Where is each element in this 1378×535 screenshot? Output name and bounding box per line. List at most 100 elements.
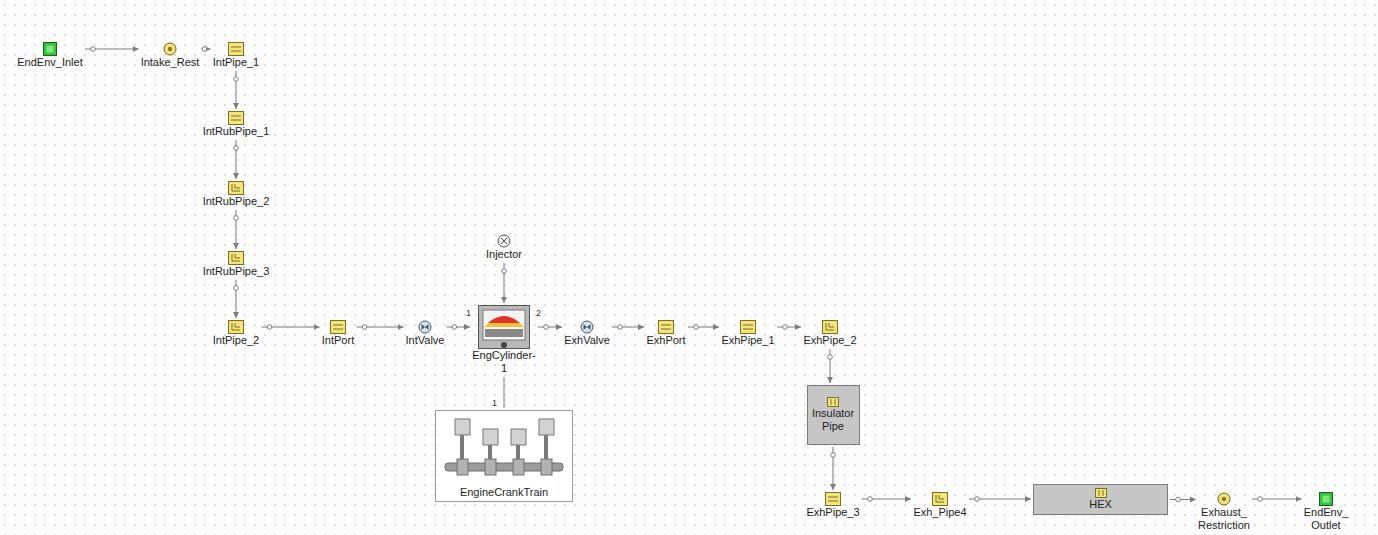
crank-pin	[501, 342, 507, 348]
bend-lines	[232, 184, 240, 191]
pipe-lines	[743, 325, 753, 329]
component-label: EndEnv_ Outlet	[1304, 506, 1349, 532]
connector	[1170, 499, 1196, 500]
connector-group	[262, 325, 320, 330]
component-label: IntValve	[406, 334, 445, 347]
pipe-symbol	[229, 43, 244, 56]
piston-block	[511, 429, 526, 445]
pipe-symbol	[826, 493, 841, 506]
crank-web	[457, 459, 468, 475]
connection-port	[91, 47, 96, 52]
component-node: Injector	[486, 234, 523, 261]
box-icon-square	[828, 398, 839, 407]
boundary-symbol	[44, 43, 57, 56]
component-icon	[43, 42, 57, 56]
connector-group	[234, 210, 239, 249]
component-label: IntRubPipe_3	[203, 265, 270, 278]
component-label: EngCylinder-1	[472, 349, 536, 375]
connection-port	[202, 47, 207, 52]
connection-port	[234, 77, 239, 82]
component-node: EngCylinder-1	[472, 305, 536, 375]
component-node: IntPort	[322, 320, 355, 347]
connection-port	[1176, 497, 1181, 502]
piston-block	[539, 419, 554, 435]
connector-group	[447, 325, 471, 330]
component-box: Insulator Pipe	[807, 385, 860, 445]
component-icon	[932, 492, 948, 506]
connector-group	[1170, 497, 1196, 502]
component-label: IntPort	[322, 334, 354, 347]
component-icon	[228, 320, 244, 334]
connection-port	[544, 325, 549, 330]
combustion-core	[488, 316, 520, 323]
connector	[612, 327, 644, 328]
bend-lines	[936, 495, 944, 502]
component-label: ExhValve	[564, 334, 610, 347]
crank-illustration	[437, 413, 571, 481]
component-label: Insulator Pipe	[812, 407, 854, 433]
pipe-symbol	[229, 112, 244, 125]
port-number: 1	[492, 398, 497, 409]
component-icon	[478, 305, 530, 349]
component-icon	[1217, 492, 1231, 506]
bend-lines	[232, 323, 240, 330]
component-node: IntRubPipe_2	[203, 181, 270, 208]
component-node: ExhPipe_3	[806, 492, 860, 519]
pipe-lines	[231, 116, 241, 120]
component-label: Exh_Pipe4	[913, 506, 966, 519]
component-node: Exhaust_ Restriction	[1198, 492, 1250, 532]
component-label: ExhPipe_1	[721, 334, 774, 347]
bend-lines	[826, 323, 834, 330]
combustion-flame	[484, 317, 524, 327]
component-node: ExhValve	[564, 320, 610, 347]
component-label: EngineCrankTrain	[460, 486, 548, 499]
pipe-lines	[231, 47, 241, 51]
injector-symbol	[498, 235, 510, 247]
component-icon	[418, 320, 432, 334]
component-label: ExhPipe_3	[806, 506, 859, 519]
component-label: IntRubPipe_2	[203, 195, 270, 208]
component-icon	[330, 320, 346, 334]
box-icon-lines	[831, 399, 835, 405]
connector	[504, 377, 505, 408]
pipe-symbol	[229, 252, 244, 265]
valve-symbol	[581, 321, 593, 333]
component-label: IntRubPipe_1	[203, 125, 270, 138]
connector-group	[234, 71, 239, 109]
component-node: IntPipe_2	[213, 320, 260, 347]
boundary-highlight	[1323, 496, 1330, 503]
component-label: ExhPipe_2	[803, 334, 856, 347]
connection-port	[502, 269, 507, 274]
pipe-symbol	[823, 321, 838, 334]
component-node: Exh_Pipe4	[913, 492, 967, 519]
component-icon	[163, 42, 177, 56]
connector-group	[828, 349, 833, 383]
box-icon	[827, 397, 839, 407]
component-label: IntPipe_2	[213, 334, 259, 347]
port-number: 2	[536, 308, 541, 319]
component-node: ExhPort	[646, 320, 686, 347]
pipe-symbol	[331, 321, 346, 334]
connector-group	[777, 325, 801, 330]
cylinder-housing	[479, 306, 530, 349]
connection-port	[975, 497, 980, 502]
connection-port	[694, 325, 699, 330]
piston-block	[455, 419, 470, 435]
valve-bowtie	[584, 324, 591, 330]
connector	[777, 327, 801, 328]
pipe-symbol	[659, 321, 674, 334]
component-label: Injector	[486, 248, 522, 261]
component-node: IntPipe_1	[213, 42, 260, 69]
component-icon	[740, 320, 756, 334]
restriction-core	[1222, 497, 1226, 501]
connector-group	[538, 325, 562, 330]
component-icon	[1319, 492, 1333, 506]
pipe-lines	[333, 325, 343, 329]
connection-port	[831, 453, 836, 458]
component-icon	[580, 320, 594, 334]
connector-group	[1252, 497, 1302, 502]
component-node: IntRubPipe_1	[203, 111, 270, 138]
connector-group	[202, 47, 211, 52]
